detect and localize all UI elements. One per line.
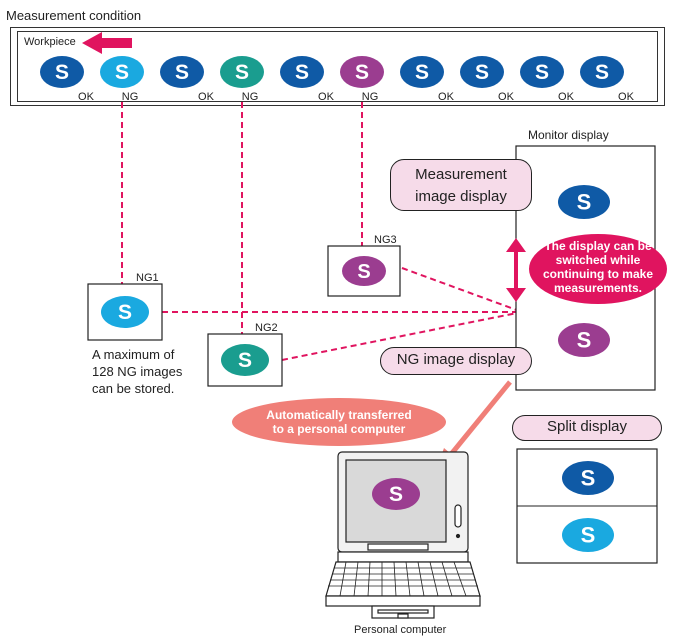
switch-note: The display can be switched while contin… (529, 234, 667, 304)
ng2-workpiece-icon: S (221, 344, 269, 376)
split-bottom-icon: S (562, 518, 614, 552)
ng-capture-lines (121, 102, 523, 361)
workpiece-status: OK (438, 91, 455, 103)
workpiece-status: OK (78, 91, 95, 103)
pc-label: Personal computer (354, 624, 447, 636)
workpiece-icon: S (160, 56, 204, 88)
workpiece-icon-letter: S (595, 61, 609, 84)
workpiece-icon-letter: S (55, 61, 69, 84)
workpiece-status: NG (362, 91, 379, 103)
logo-marks: S S S S S S S S (101, 185, 614, 552)
workpiece-status: NG (242, 91, 259, 103)
transfer-note-line-1: Automatically transferred (266, 408, 412, 422)
workpiece-icon-letter: S (295, 61, 309, 84)
ng2-workpiece-icon-letter: S (238, 349, 252, 372)
workpiece-label: Workpiece (24, 36, 76, 48)
pc-screen-icon-letter: S (389, 483, 403, 506)
workpiece-status: OK (558, 91, 575, 103)
workpiece-direction-arrow (82, 32, 132, 54)
workpiece-icon-letter: S (475, 61, 489, 84)
workpiece-status: NG (122, 91, 139, 103)
monitor-ng-icon-letter: S (577, 328, 592, 353)
workpiece-icon: S (220, 56, 264, 88)
personal-computer (325, 451, 481, 619)
measurement-label-line-2: image display (415, 188, 507, 205)
ng1-label: NG1 (136, 272, 159, 284)
workpiece-icon: S (340, 56, 384, 88)
ng1-workpiece-icon-letter: S (118, 301, 132, 324)
ng1-workpiece-icon: S (101, 296, 149, 328)
workpiece-icon-letter: S (355, 61, 369, 84)
conveyor-items: S OK S NG S OK S NG S OK S NG S OK S OK S OK S OK (40, 56, 635, 103)
split-top-icon: S (562, 461, 614, 495)
ng3-workpiece-icon: S (342, 256, 386, 286)
ng2-label: NG2 (255, 322, 278, 334)
ng3-workpiece-icon-letter: S (357, 261, 370, 283)
workpiece-status: OK (618, 91, 635, 103)
workpiece-icon-letter: S (115, 61, 129, 84)
workpiece-icon-letter: S (415, 61, 429, 84)
monitor-display-title: Monitor display (528, 128, 609, 142)
measurement-image-display-label: Measurement image display (390, 159, 532, 211)
switch-note-line-2: switched while (555, 253, 641, 267)
split-top-icon-letter: S (581, 466, 596, 491)
storage-note-line-3: can be stored. (92, 381, 175, 396)
workpiece-icon: S (40, 56, 84, 88)
workpiece-icon: S (460, 56, 504, 88)
workpiece-icon-letter: S (175, 61, 189, 84)
diagram-title: Measurement condition (6, 8, 142, 23)
switch-note-line-1: The display can be (544, 239, 652, 253)
workpiece-status: OK (198, 91, 215, 103)
workpiece-icon: S (580, 56, 624, 88)
ng3-label: NG3 (374, 234, 397, 246)
storage-note-line-1: A maximum of (92, 347, 175, 362)
split-display-label: Split display (512, 415, 662, 441)
storage-note: A maximum of 128 NG images can be stored… (92, 346, 182, 397)
measurement-label-line-1: Measurement (415, 166, 507, 183)
pc-screen-icon: S (372, 478, 420, 510)
monitor-measurement-icon: S (558, 185, 610, 219)
storage-note-line-2: 128 NG images (92, 364, 183, 379)
ng-image-display-label: NG image display (380, 347, 532, 375)
monitor-ng-icon: S (558, 323, 610, 357)
workpiece-icon-letter: S (235, 61, 249, 84)
split-bottom-icon-letter: S (581, 523, 596, 548)
workpiece-icon: S (280, 56, 324, 88)
workpiece-icon-letter: S (535, 61, 549, 84)
workpiece-icon: S (400, 56, 444, 88)
workpiece-icon: S (520, 56, 564, 88)
switch-note-line-4: measurements. (553, 281, 643, 295)
transfer-note-line-2: to a personal computer (272, 422, 406, 436)
workpiece-status: OK (318, 91, 335, 103)
switch-arrow (506, 238, 526, 302)
transfer-note: Automatically transferred to a personal … (232, 398, 446, 446)
monitor-measurement-icon-letter: S (577, 190, 592, 215)
workpiece-status: OK (498, 91, 515, 103)
conveyor (10, 27, 665, 106)
switch-note-line-3: continuing to make (542, 267, 653, 281)
workpiece-icon: S (100, 56, 144, 88)
